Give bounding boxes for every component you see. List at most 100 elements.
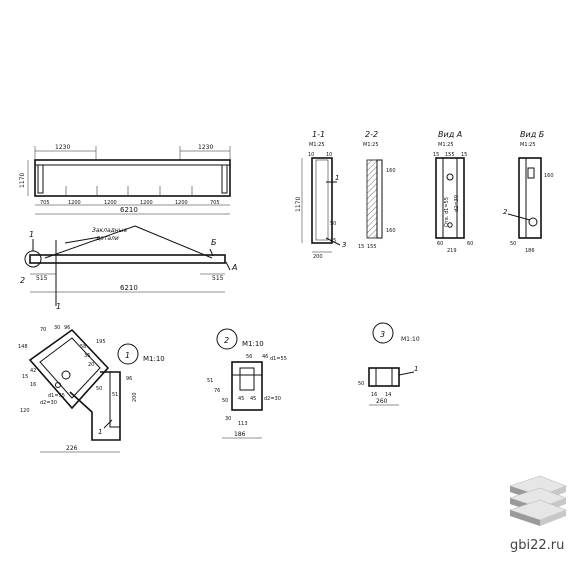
- dim-160-top: 160: [386, 168, 396, 174]
- detail-2-circle: [216, 328, 238, 350]
- dim-right: 515: [212, 275, 224, 282]
- marker-2: 2: [20, 276, 25, 285]
- d1-dim-226: 226: [66, 445, 78, 452]
- layered-slabs-logo: [509, 475, 567, 526]
- hole-d2: d2=30: [454, 195, 460, 212]
- detail-2-number: 2: [224, 336, 229, 345]
- view-a: Вид А М1:25 15 155 15 Отв. d1=55 d2=30 6…: [433, 130, 473, 254]
- d2-dim-56: 56: [246, 354, 252, 360]
- d1-dim-96: 96: [64, 325, 70, 331]
- d3-ref: 1: [414, 365, 418, 373]
- d2-hole-d1: d1=55: [270, 356, 287, 362]
- d2-dim-113: 113: [238, 421, 248, 427]
- d1-dim-50: 50: [96, 386, 102, 392]
- dim-50: 50: [330, 221, 336, 227]
- d2-dim-186: 186: [234, 431, 246, 438]
- d1-dim-195: 195: [96, 339, 106, 345]
- detail-1-number: 1: [125, 351, 130, 360]
- d1-dim-120: 120: [20, 408, 30, 414]
- view-b-scale: М1:25: [520, 142, 536, 148]
- dim-top-10a: 10: [308, 152, 314, 158]
- section-mark: 1: [56, 302, 61, 311]
- d2-dim-45a: 45: [238, 396, 244, 402]
- d1-dim-36: 36: [84, 353, 90, 359]
- d2-dim-46: 46: [262, 354, 268, 360]
- section-2-2: 2-2 М1:25 160 160 15 155: [358, 130, 396, 250]
- dim-15b: 15: [358, 244, 364, 250]
- dim-160-bottom: 160: [386, 228, 396, 234]
- site-watermark: gbi22.ru: [510, 538, 564, 553]
- seg-3: 1200: [104, 200, 117, 206]
- detail-3-number: 3: [380, 330, 385, 339]
- marker-1: 1: [29, 230, 34, 239]
- view-a-title: Вид А: [438, 130, 462, 139]
- d1-dim-16: 16: [30, 382, 36, 388]
- section-1-1-title: 1-1: [312, 130, 325, 139]
- d1-dim-42: 42: [30, 368, 36, 374]
- d2-hole-d2: d2=30: [264, 396, 281, 402]
- detail-2: 2 М1:10 56 46 d1=55 51 76 50 45 45 d2=30…: [207, 328, 287, 439]
- seg-5: 1200: [175, 200, 188, 206]
- seg-1: 705: [40, 200, 50, 206]
- dim-left: 515: [36, 275, 48, 282]
- dim-b-50: 50: [510, 241, 516, 247]
- d2-dim-51: 51: [207, 378, 213, 384]
- dim-height: 1170: [19, 173, 26, 188]
- label-embedded: Закладные: [92, 227, 127, 234]
- detail-3-scale: М1:10: [401, 336, 420, 343]
- marker-a: А: [231, 263, 237, 272]
- detail-1-hole-a: [61, 370, 71, 380]
- plan-beam: [29, 254, 226, 264]
- hole-bottom: [447, 222, 453, 228]
- dim-b-186: 186: [525, 248, 535, 254]
- section-2-2-scale: М1:25: [363, 142, 379, 148]
- d1-dim-51: 51: [112, 392, 118, 398]
- ref-1: 1: [335, 174, 339, 182]
- d1-dim-20: 20: [88, 362, 94, 368]
- d3-dim-14: 14: [385, 392, 391, 398]
- d2-dim-76: 76: [214, 388, 220, 394]
- seg-4: 1200: [140, 200, 153, 206]
- section-1-1-scale: М1:25: [309, 142, 325, 148]
- dim-155: 155: [367, 244, 377, 250]
- section-2-2-title: 2-2: [365, 130, 378, 139]
- dim-top-10b: 10: [326, 152, 332, 158]
- dim-15: 15: [330, 238, 336, 244]
- dim-a-15b: 15: [461, 152, 467, 158]
- seg-6: 705: [210, 200, 220, 206]
- detail-1: 1 М1:10 70 30 96 148 195 58 36 20 42 15 …: [18, 325, 165, 453]
- dim-a-155: 155: [445, 152, 455, 158]
- d1-dim-15: 15: [22, 374, 28, 380]
- view-b-title: Вид Б: [520, 130, 545, 139]
- dim-a-60b: 60: [467, 241, 473, 247]
- d1-dim-148: 148: [18, 344, 28, 350]
- detail-2-scale: М1:10: [242, 340, 264, 348]
- dim-b-160: 160: [544, 173, 554, 179]
- d1-dim-58: 58: [80, 344, 86, 350]
- dim-total: 6210: [120, 206, 138, 214]
- dim-top-right: 1230: [198, 144, 213, 151]
- view-a-scale: М1:25: [438, 142, 454, 148]
- marker-b: Б: [211, 238, 217, 247]
- detail-3-circle: [372, 322, 394, 344]
- d1-dim-96b: 96: [126, 376, 132, 382]
- plan-view: Закладные детали 1 2 Б А 515 515 6210 1: [20, 225, 237, 311]
- beam-outline: [34, 159, 231, 197]
- d1-dim-70: 70: [40, 327, 46, 333]
- d1-dim-30: 30: [54, 325, 60, 331]
- hole-d1: Отв. d1=55: [444, 197, 450, 227]
- view-b-hole: [528, 217, 538, 227]
- seg-2: 1200: [68, 200, 81, 206]
- ref-3: 3: [342, 241, 346, 249]
- detail-1-hole-b: [55, 382, 61, 388]
- section-1-1: 1-1 М1:25 10 10 1170 50 15 200 1 3: [295, 130, 346, 260]
- d2-dim-30: 30: [225, 416, 231, 422]
- detail-1-circle: [117, 343, 139, 365]
- d2-dim-50: 50: [222, 398, 228, 404]
- view-b: Вид Б М1:25 160 2 50 186: [503, 130, 554, 254]
- label-embedded-2: детали: [95, 235, 119, 242]
- d3-dim-50: 50: [358, 381, 364, 387]
- dim-1170: 1170: [295, 197, 302, 212]
- d3-dim-260: 260: [376, 398, 388, 405]
